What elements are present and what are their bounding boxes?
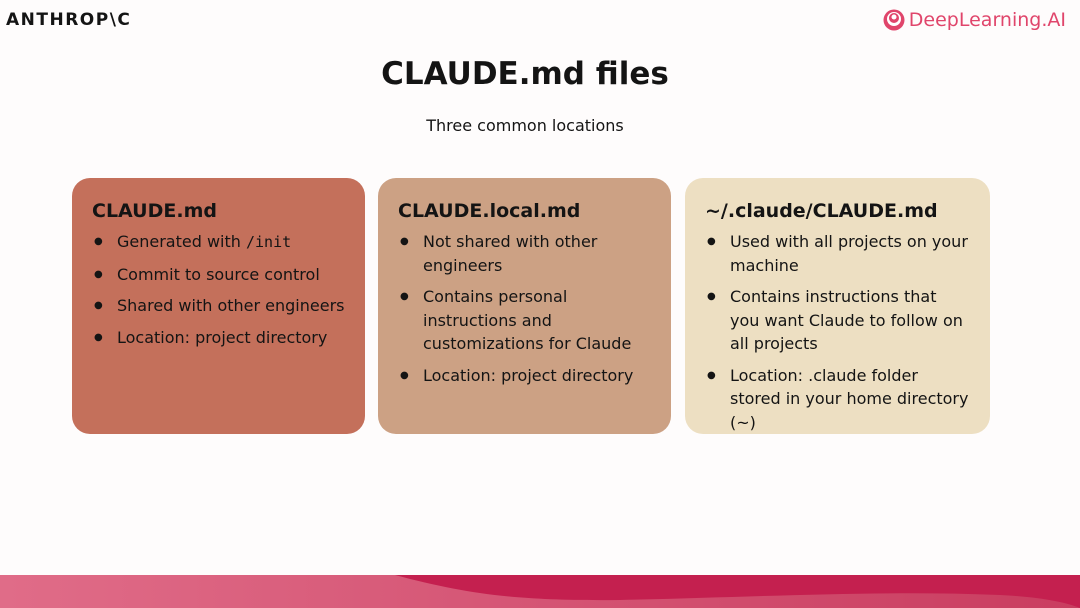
footer-wave-band	[0, 575, 1080, 608]
item-text: Generated with	[117, 232, 246, 251]
list-item: Location: project directory	[398, 364, 651, 388]
list-item: Generated with /init	[92, 230, 345, 255]
list-item: Not shared with other engineers	[398, 230, 651, 277]
card-title: CLAUDE.md	[92, 200, 217, 222]
page-subtitle: Three common locations	[426, 116, 624, 135]
page-title: CLAUDE.md files	[381, 56, 669, 92]
list-item: Location: project directory	[92, 326, 345, 350]
list-item: Location: .claude folder stored in your …	[705, 364, 970, 435]
list-item: Contains instructions that you want Clau…	[705, 285, 970, 356]
deeplearning-text: DeepLearning.AI	[908, 9, 1066, 31]
list-item: Contains personal instructions and custo…	[398, 285, 651, 356]
deeplearning-logo: DeepLearning.AI	[882, 8, 1066, 32]
list-item: Used with all projects on your machine	[705, 230, 970, 277]
card-title: ~/.claude/CLAUDE.md	[705, 200, 938, 222]
anthropic-logo: ANTHROP\C	[6, 10, 132, 30]
card-global-claude-md: ~/.claude/CLAUDE.md Used with all projec…	[685, 178, 990, 434]
list-item: Commit to source control	[92, 263, 345, 287]
card-title: CLAUDE.local.md	[398, 200, 581, 222]
card-claude-md: CLAUDE.md Generated with /init Commit to…	[72, 178, 365, 434]
list-item: Shared with other engineers	[92, 294, 345, 318]
card-claude-local-md: CLAUDE.local.md Not shared with other en…	[378, 178, 671, 434]
item-code: /init	[246, 233, 292, 251]
deeplearning-icon	[883, 9, 905, 31]
